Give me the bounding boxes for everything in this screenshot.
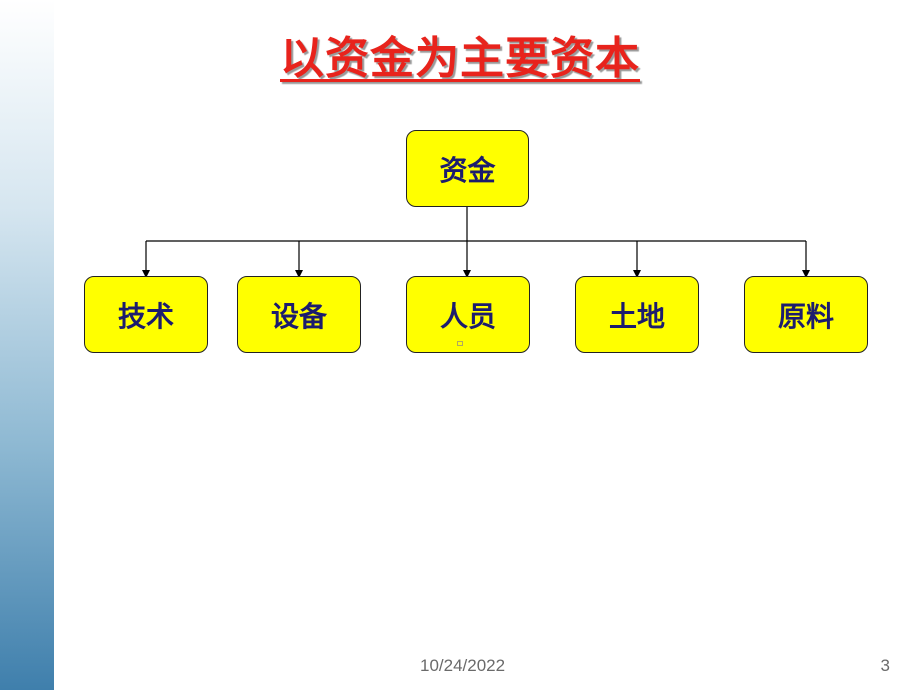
node-raw-material: 原料 xyxy=(744,276,868,353)
node-capital: 资金 xyxy=(406,130,529,207)
footer-date: 10/24/2022 xyxy=(420,656,506,675)
decorative-side-band xyxy=(0,0,54,690)
page-number: 3 xyxy=(880,656,890,675)
node-equipment: 设备 xyxy=(237,276,361,353)
node-personnel: 人员 xyxy=(406,276,530,353)
node-technology: 技术 xyxy=(84,276,208,353)
node-land: 土地 xyxy=(575,276,699,353)
slide-title: 以资金为主要资本 xyxy=(280,33,640,84)
selection-handle-mark xyxy=(457,341,463,346)
